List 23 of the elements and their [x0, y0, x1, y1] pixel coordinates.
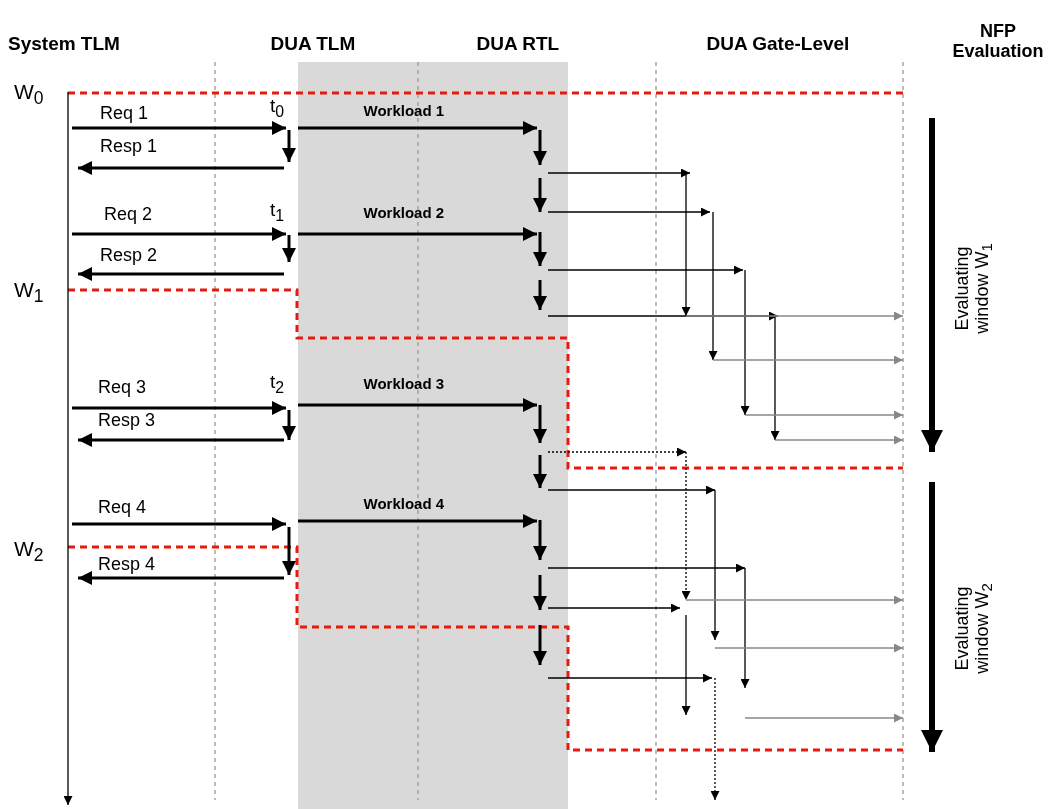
- window-label: W$_{0}$: [14, 80, 44, 109]
- message-label: Req 3: [98, 378, 147, 398]
- time-label: t$_{1}$: [270, 200, 285, 225]
- message-label: Resp 2: [100, 246, 158, 266]
- message-label: Resp 4: [98, 555, 156, 575]
- column-heading: DUA TLM: [270, 34, 356, 55]
- workload-label: Workload 2: [363, 205, 445, 222]
- time-label: t$_{2}$: [270, 372, 285, 397]
- workload-label: Workload 3: [363, 376, 445, 393]
- message-label: Req 2: [104, 205, 153, 225]
- message-label: Resp 1: [100, 137, 158, 157]
- column-heading: System TLM: [8, 34, 120, 55]
- column-heading: NFP Evaluation: [951, 22, 1045, 62]
- column-heading: DUA Gate-Level: [706, 34, 850, 55]
- window-label: W$_{2}$: [14, 537, 44, 566]
- message-label: Req 1: [100, 104, 149, 124]
- window-label: W$_{1}$: [14, 278, 44, 307]
- column-heading: DUA RTL: [476, 34, 560, 55]
- workload-label: Workload 4: [363, 496, 445, 513]
- time-label: t$_{0}$: [270, 96, 285, 121]
- workload-label: Workload 1: [363, 103, 445, 120]
- message-label: Resp 3: [98, 411, 156, 431]
- message-label: Req 4: [98, 498, 147, 518]
